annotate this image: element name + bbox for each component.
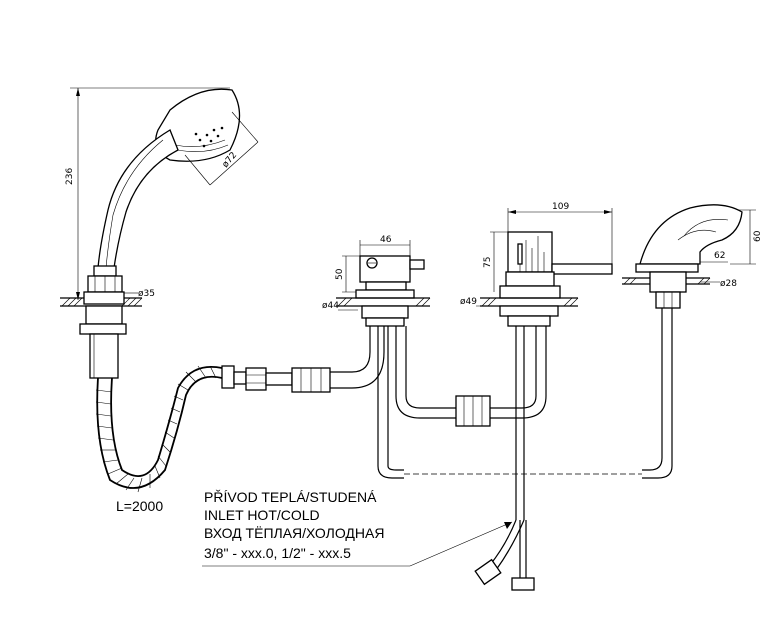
mixer-base-dia-label: ø49: [460, 297, 477, 307]
diverter-valve: 46 50 ø44: [322, 235, 456, 479]
mixer-height-label: 75: [483, 257, 493, 268]
inlet-note: PŘÍVOD TEPLÁ/STUDENÁ INLET HOT/COLD ВХОД…: [202, 489, 513, 567]
mixer-valve: 109 75 30 ø49: [455, 202, 613, 591]
shower-mount-dia-label: ø35: [138, 289, 155, 299]
hand-shower: 236 ø72 ø35: [60, 87, 259, 379]
valve-base-dia-label: ø44: [322, 301, 339, 311]
spout-height-label: 60: [753, 230, 763, 242]
inlet-note-line2: INLET HOT/COLD: [204, 507, 320, 523]
inlet-note-line4: 3/8" - xxx.0, 1/2" - xxx.5: [204, 545, 351, 561]
valve-width-label: 46: [380, 235, 392, 245]
spout-offset-label: 62: [714, 251, 725, 261]
mixer-width-label: 109: [552, 202, 569, 212]
flexible-hose: L=2000: [95, 326, 385, 514]
spout-base-dia-label: ø28: [720, 279, 737, 289]
hose-length-label: L=2000: [116, 498, 163, 514]
inlet-note-line1: PŘÍVOD TEPLÁ/STUDENÁ: [204, 489, 377, 505]
inlet-note-line3: ВХОД ТЁПЛАЯ/ХОЛОДНАЯ: [204, 525, 384, 541]
bath-spout: 60 62 ø28: [622, 204, 763, 479]
shower-height-label: 236: [65, 168, 75, 185]
valve-height-label: 50: [335, 268, 345, 280]
